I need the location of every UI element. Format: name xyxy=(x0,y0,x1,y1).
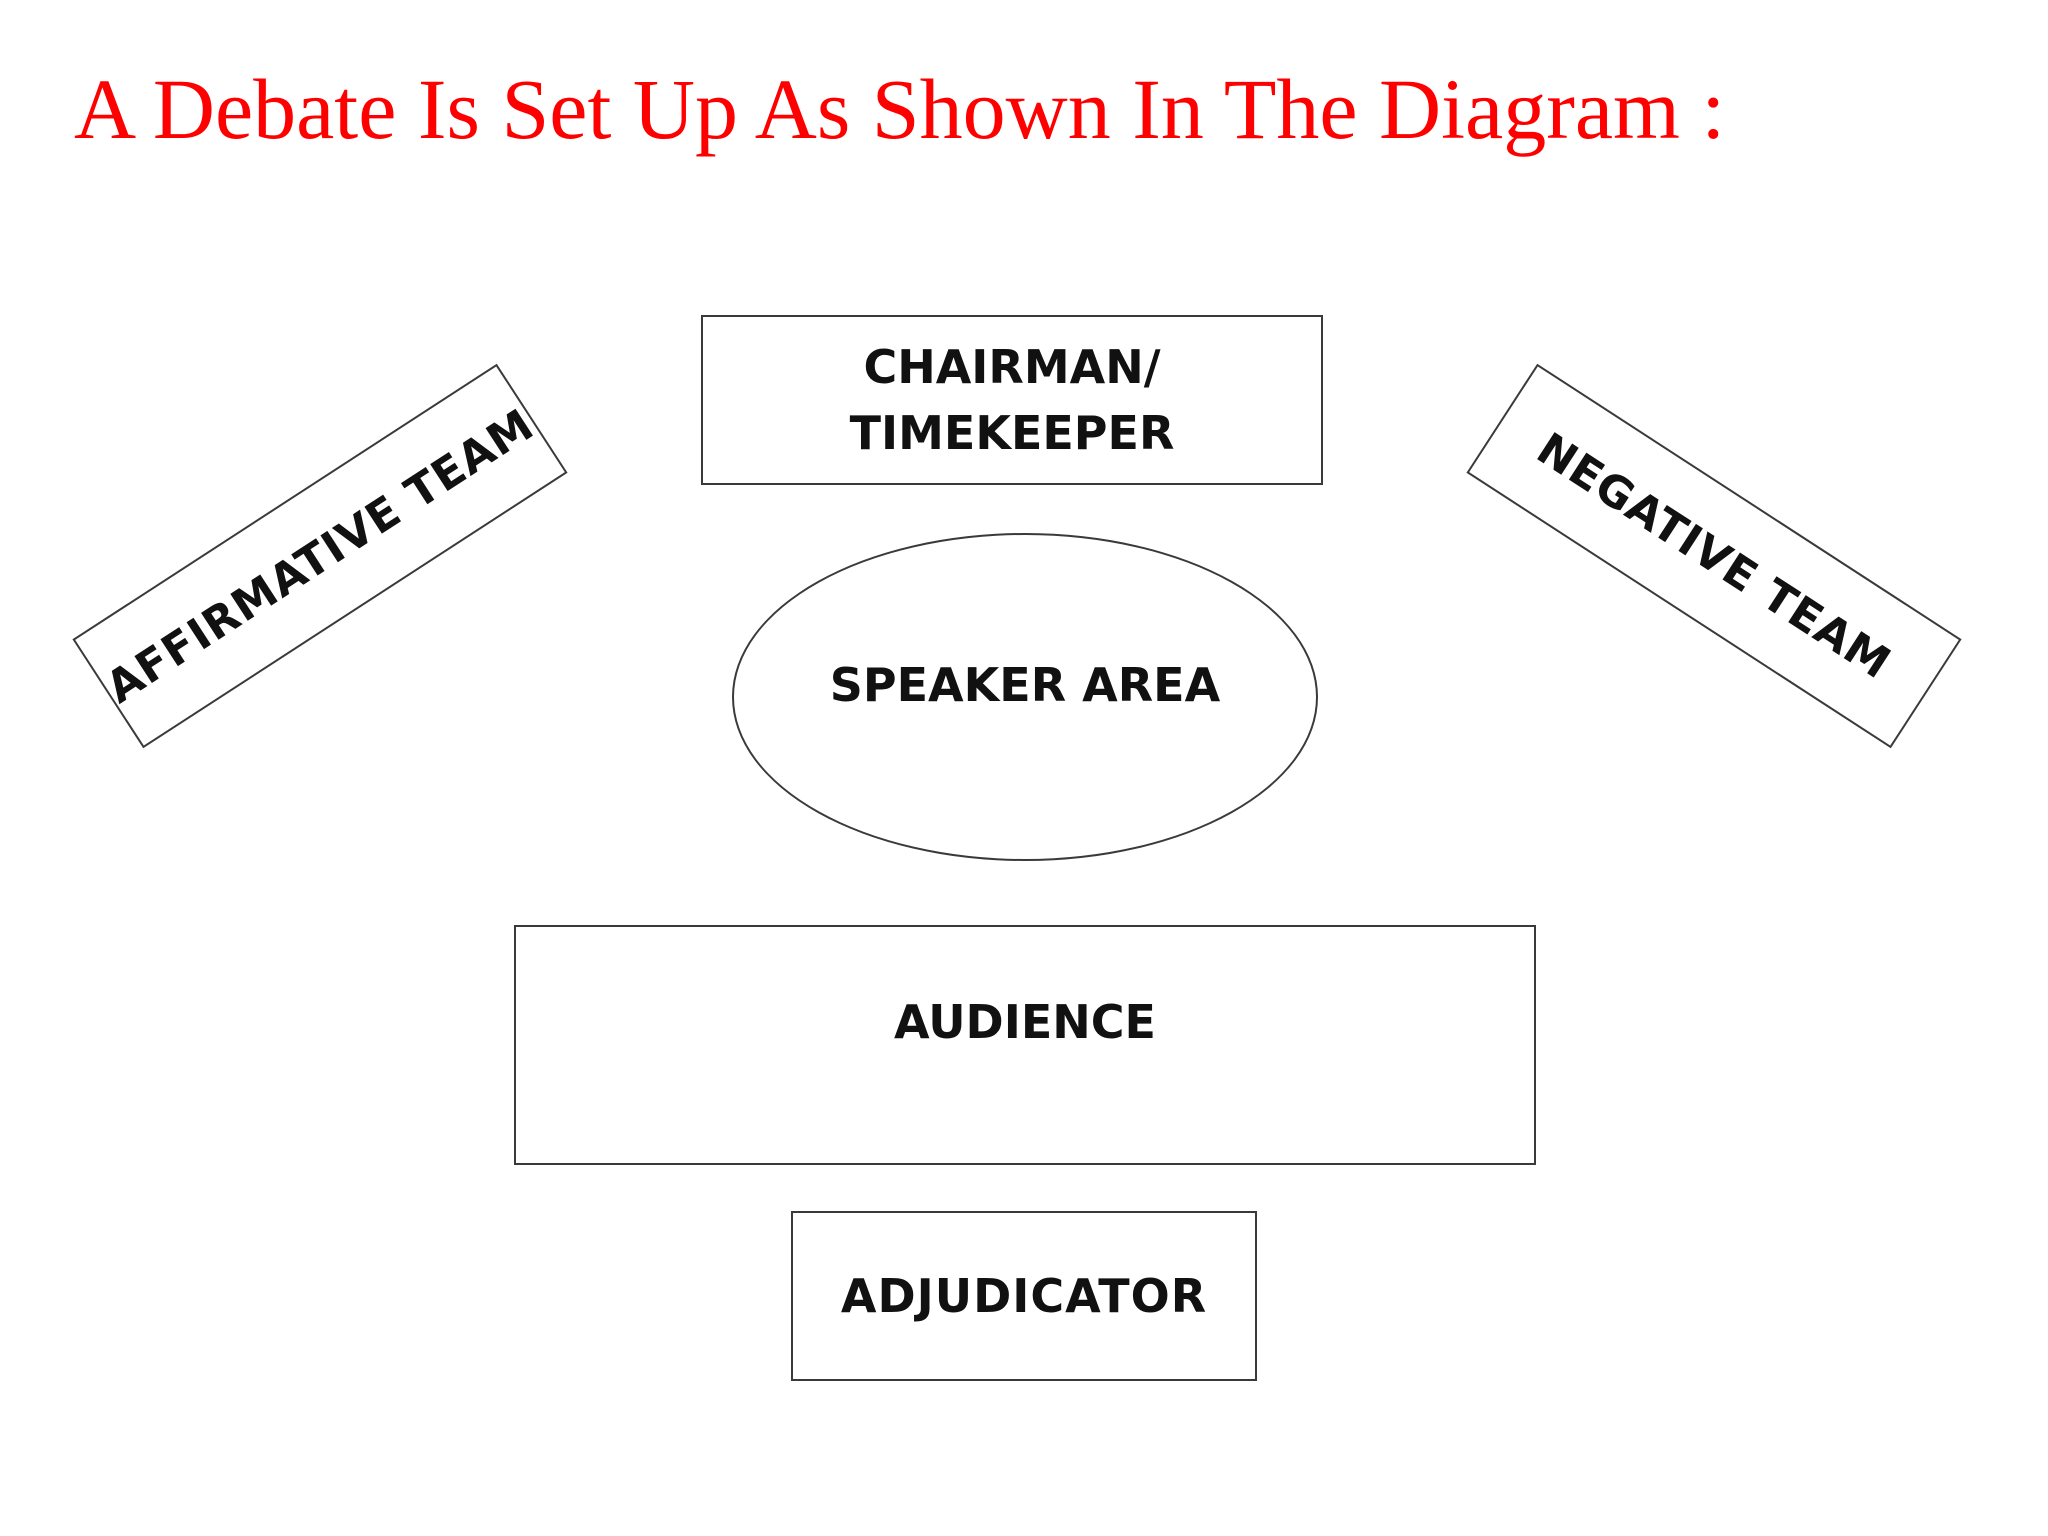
adjudicator-box: ADJUDICATOR xyxy=(791,1211,1257,1381)
affirmative-team-label: AFFIRMATIVE TEAM xyxy=(97,398,543,714)
speaker-area-label: SPEAKER AREA xyxy=(829,658,1221,712)
negative-team-label: NEGATIVE TEAM xyxy=(1528,422,1900,690)
audience-box: AUDIENCE xyxy=(514,925,1536,1165)
affirmative-team-box: AFFIRMATIVE TEAM xyxy=(72,363,568,749)
audience-label: AUDIENCE xyxy=(894,995,1156,1049)
timekeeper-label: TIMEKEEPER xyxy=(849,406,1175,460)
chairman-label: CHAIRMAN/ xyxy=(863,340,1161,394)
adjudicator-label: ADJUDICATOR xyxy=(840,1269,1208,1323)
slide-title: A Debate Is Set Up As Shown In The Diagr… xyxy=(74,61,1726,157)
chairman-timekeeper-box: CHAIRMAN/ TIMEKEEPER xyxy=(701,315,1323,485)
speaker-area-ellipse: SPEAKER AREA xyxy=(732,533,1318,861)
negative-team-box: NEGATIVE TEAM xyxy=(1466,363,1962,749)
